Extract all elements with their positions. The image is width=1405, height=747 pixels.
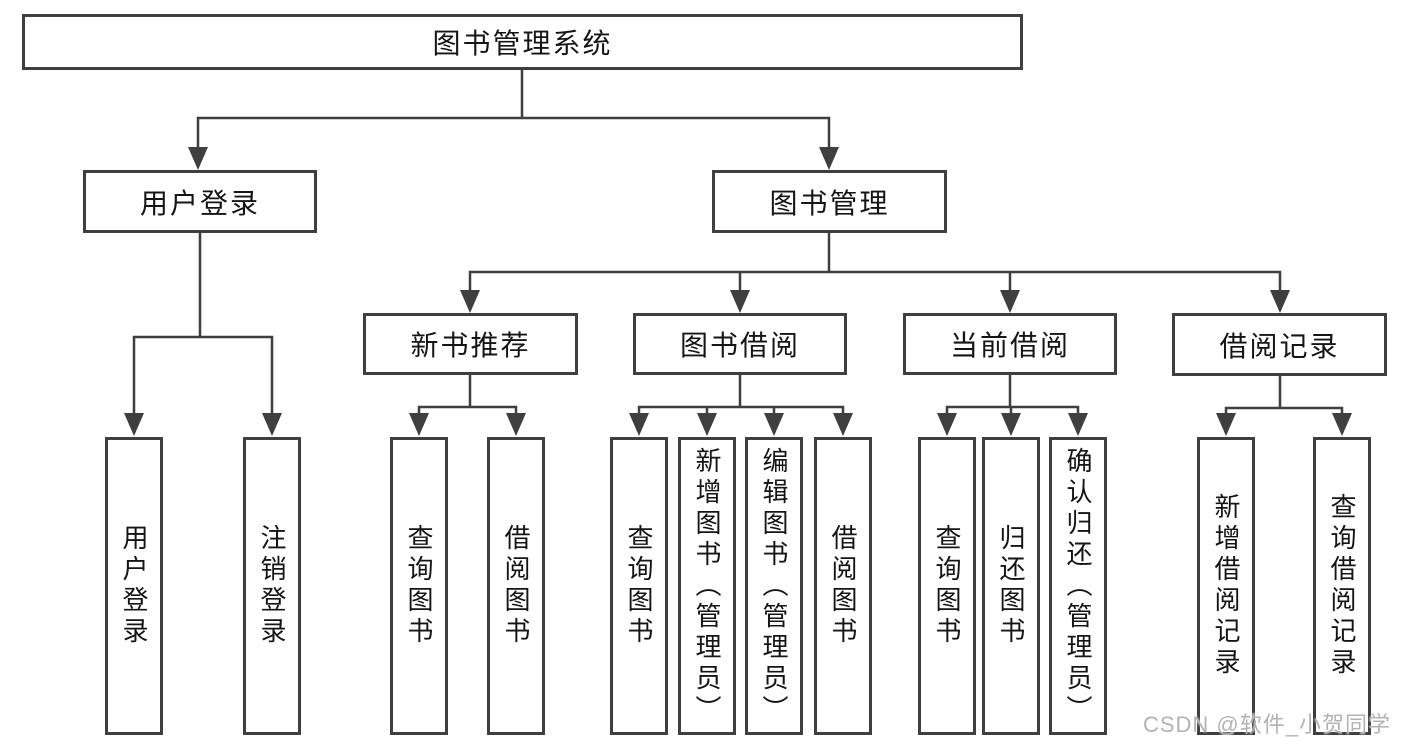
leaf-label: 借阅图书 bbox=[828, 524, 858, 648]
connector-stems bbox=[132, 68, 1344, 418]
node-leaf-edit-book-admin: 编辑图书（管理员） bbox=[745, 437, 803, 735]
arrow-down-icon bbox=[1270, 290, 1290, 313]
node-leaf-logout: 注销登录 bbox=[243, 437, 301, 735]
arrow-down-icon bbox=[629, 413, 649, 436]
arrow-down-icon bbox=[1000, 290, 1020, 313]
arrow-down-icon bbox=[1068, 413, 1088, 436]
leaf-label: 编辑图书（管理员） bbox=[759, 446, 789, 726]
node-user-login: 用户登录 bbox=[83, 170, 317, 233]
node-new-book-recommend: 新书推荐 bbox=[363, 313, 578, 375]
leaf-label: 用户登录 bbox=[119, 524, 149, 648]
arrow-down-icon bbox=[262, 413, 282, 436]
arrow-down-icon bbox=[833, 413, 853, 436]
node-leaf-query-book: 查询图书 bbox=[390, 437, 448, 735]
node-leaf-borrow-book: 借阅图书 bbox=[814, 437, 872, 735]
arrow-down-icon bbox=[764, 413, 784, 436]
node-current-borrow: 当前借阅 bbox=[903, 313, 1117, 375]
leaf-label: 确认归还（管理员） bbox=[1063, 446, 1093, 726]
arrow-down-icon bbox=[1001, 413, 1021, 436]
node-borrow-records: 借阅记录 bbox=[1172, 313, 1387, 376]
node-leaf-return-book: 归还图书 bbox=[982, 437, 1040, 735]
leaf-label: 查询图书 bbox=[624, 524, 654, 648]
leaf-label: 新增借阅记录 bbox=[1211, 493, 1241, 679]
node-book-borrow: 图书借阅 bbox=[633, 313, 847, 375]
arrow-down-icon bbox=[409, 413, 429, 436]
node-leaf-add-book-admin: 新增图书（管理员） bbox=[678, 437, 736, 735]
node-leaf-user-login: 用户登录 bbox=[105, 437, 163, 735]
node-book-management: 图书管理 bbox=[712, 170, 947, 233]
arrow-down-icon bbox=[730, 290, 750, 313]
arrow-down-icon bbox=[819, 147, 839, 170]
arrowhead-icons bbox=[124, 147, 1352, 436]
node-library-management-system: 图书管理系统 bbox=[22, 14, 1023, 70]
csdn-watermark: CSDN @软件_小贺同学 bbox=[1142, 712, 1391, 737]
node-leaf-query-book: 查询图书 bbox=[610, 437, 668, 735]
node-leaf-query-borrow-record: 查询借阅记录 bbox=[1313, 437, 1371, 735]
node-leaf-confirm-return-admin: 确认归还（管理员） bbox=[1049, 437, 1107, 735]
leaf-label: 查询图书 bbox=[932, 524, 962, 648]
arrow-down-icon bbox=[506, 413, 526, 436]
node-leaf-query-book: 查询图书 bbox=[918, 437, 976, 735]
leaf-label: 查询借阅记录 bbox=[1327, 493, 1357, 679]
arrow-down-icon bbox=[124, 413, 144, 436]
arrow-down-icon bbox=[1216, 413, 1236, 436]
arrow-down-icon bbox=[1332, 413, 1352, 436]
leaf-label: 归还图书 bbox=[996, 524, 1026, 648]
arrow-down-icon bbox=[188, 147, 208, 170]
leaf-label: 借阅图书 bbox=[501, 524, 531, 648]
leaf-label: 新增图书（管理员） bbox=[692, 446, 722, 726]
node-leaf-borrow-book: 借阅图书 bbox=[487, 437, 545, 735]
node-leaf-add-borrow-record: 新增借阅记录 bbox=[1197, 437, 1255, 735]
arrow-down-icon bbox=[697, 413, 717, 436]
arrow-down-icon bbox=[460, 290, 480, 313]
leaf-label: 查询图书 bbox=[404, 524, 434, 648]
arrow-down-icon bbox=[937, 413, 957, 436]
leaf-label: 注销登录 bbox=[257, 524, 287, 648]
